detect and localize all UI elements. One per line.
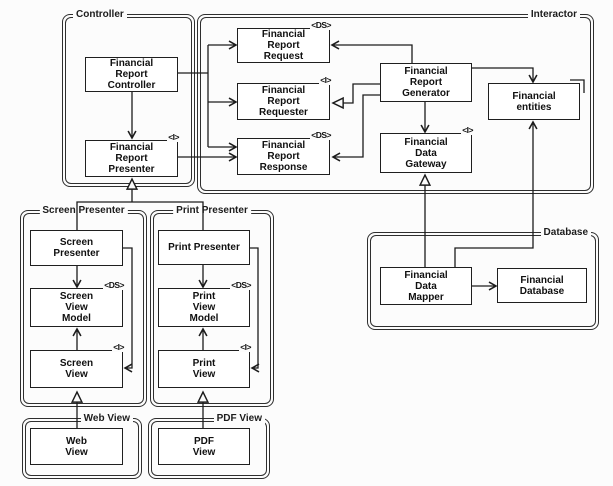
- stereotype-interface: <I>: [239, 342, 252, 352]
- box-financial-database: Financial Database: [497, 268, 587, 303]
- box-label: PDF View: [192, 435, 216, 458]
- box-financial-data-mapper: Financial Data Mapper: [380, 267, 472, 305]
- stereotype-interface: <I>: [319, 75, 332, 85]
- box-label: Screen View Model: [59, 291, 94, 324]
- box-label: Financial Report Generator: [402, 66, 450, 99]
- box-print-view: <I> Print View: [158, 343, 252, 388]
- box-label: Screen View: [59, 358, 94, 380]
- box-financial-report-generator: Financial Report Generator: [380, 63, 472, 102]
- box-label: Financial Report Response: [259, 140, 308, 173]
- group-print-presenter-label: Print Presenter: [173, 204, 251, 217]
- box-financial-report-controller: Financial Report Controller: [85, 57, 178, 92]
- group-database-label: Database: [540, 226, 591, 239]
- group-pdf-view: PDF View: [148, 412, 270, 479]
- box-label: Financial entities: [512, 90, 556, 113]
- group-web-view: Web View: [22, 412, 142, 479]
- box-label: Web View: [65, 435, 88, 458]
- box-label: Financial Report Requester: [259, 85, 308, 118]
- stereotype-interface: <I>: [167, 132, 180, 142]
- box-print-presenter: Print Presenter: [158, 230, 250, 265]
- box-label: Financial Data Mapper: [404, 269, 448, 303]
- box-web-view: Web View: [30, 428, 123, 465]
- box-financial-data-gateway: <I> Financial Data Gateway: [380, 126, 474, 173]
- group-interactor: Interactor: [197, 8, 594, 194]
- box-label: Screen Presenter: [53, 237, 100, 259]
- box-financial-report-presenter: <I> Financial Report Presenter: [85, 133, 180, 177]
- box-label: Financial Database: [519, 274, 565, 297]
- group-print-presenter: Print Presenter: [150, 204, 274, 407]
- box-label: Print View Model: [189, 291, 219, 324]
- stereotype-interface: <I>: [112, 342, 125, 352]
- stereotype-data-structure: <DS>: [310, 20, 332, 30]
- group-screen-presenter-label: Screen Presenter: [39, 204, 128, 217]
- stereotype-data-structure: <DS>: [103, 280, 125, 290]
- box-label: Financial Report Controller: [107, 58, 156, 91]
- box-screen-view: <I> Screen View: [30, 343, 125, 388]
- group-web-view-label: Web View: [80, 412, 133, 425]
- group-pdf-view-label: PDF View: [213, 412, 265, 425]
- group-controller-label: Controller: [73, 8, 127, 21]
- group-interactor-label: Interactor: [527, 8, 580, 21]
- box-pdf-view: PDF View: [158, 428, 250, 465]
- box-financial-entities: Financial entities: [488, 83, 580, 120]
- box-label: Print Presenter: [168, 242, 240, 253]
- stereotype-data-structure: <DS>: [230, 280, 252, 290]
- box-print-view-model: <DS> Print View Model: [158, 281, 252, 327]
- box-label: Print View: [192, 358, 216, 380]
- box-label: Financial Data Gateway: [404, 136, 448, 170]
- box-financial-report-request: <DS> Financial Report Request: [237, 21, 332, 63]
- box-financial-report-response: <DS> Financial Report Response: [237, 131, 332, 175]
- box-screen-view-model: <DS> Screen View Model: [30, 281, 125, 327]
- box-financial-report-requester: <I> Financial Report Requester: [237, 76, 332, 120]
- box-screen-presenter: Screen Presenter: [30, 230, 123, 266]
- stereotype-data-structure: <DS>: [310, 130, 332, 140]
- box-label: Financial Report Presenter: [108, 142, 155, 175]
- stereotype-interface: <I>: [461, 125, 474, 135]
- box-label: Financial Report Request: [261, 29, 306, 62]
